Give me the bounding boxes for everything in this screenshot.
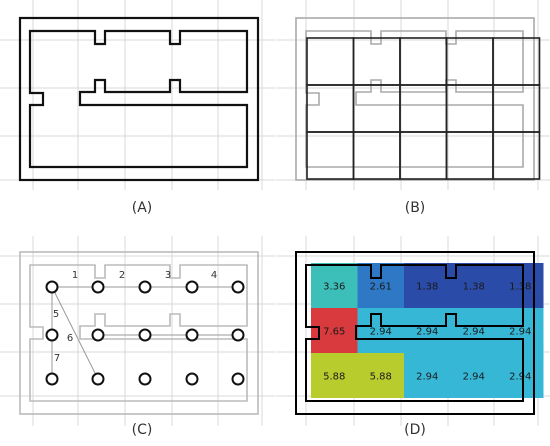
grid-cell bbox=[399, 37, 448, 86]
graph-node bbox=[231, 372, 245, 386]
grid-cell bbox=[352, 131, 401, 180]
edge-label: 6 bbox=[67, 333, 73, 344]
grid-cell bbox=[445, 131, 494, 180]
graph-node bbox=[138, 372, 152, 386]
caption-a: (A) bbox=[131, 200, 153, 216]
heatmap-cell bbox=[450, 353, 497, 398]
heatmap-value: 5.88 bbox=[370, 372, 392, 383]
heatmap-cell bbox=[311, 353, 358, 398]
heatmap-value: 5.88 bbox=[323, 372, 345, 383]
grid-cell bbox=[306, 37, 355, 86]
graph-node bbox=[231, 280, 245, 294]
graph-node bbox=[231, 328, 245, 342]
heatmap-value: 7.65 bbox=[323, 327, 345, 338]
panel-b-grid-overlay bbox=[276, 0, 550, 190]
grid-cell bbox=[306, 131, 355, 180]
graph-node bbox=[138, 328, 152, 342]
heatmap-cell bbox=[404, 308, 451, 353]
panel-a-floor-plan bbox=[0, 0, 275, 190]
heatmap-value: 2.94 bbox=[416, 372, 438, 383]
room-walls bbox=[29, 264, 248, 402]
heatmap-cell bbox=[404, 263, 451, 308]
room-walls bbox=[305, 264, 524, 402]
grid-cell bbox=[399, 131, 448, 180]
heatmap-cell bbox=[404, 353, 451, 398]
heatmap-value: 2.94 bbox=[509, 372, 531, 383]
outer-wall bbox=[295, 17, 535, 181]
heatmap-value: 1.38 bbox=[509, 282, 531, 293]
grid-cell bbox=[306, 84, 355, 133]
graph-node bbox=[45, 328, 59, 342]
graph-node bbox=[185, 372, 199, 386]
heatmap-cell bbox=[497, 308, 544, 353]
heatmap-value: 2.61 bbox=[370, 282, 392, 293]
graph-node bbox=[91, 372, 105, 386]
heatmap-value: 1.38 bbox=[416, 282, 438, 293]
edge-label: 2 bbox=[119, 270, 125, 281]
heatmap-cell bbox=[450, 263, 497, 308]
edge-label: 7 bbox=[54, 353, 60, 364]
grid-cell bbox=[445, 37, 494, 86]
heatmap-value: 1.38 bbox=[463, 282, 485, 293]
heatmap-cell bbox=[311, 263, 358, 308]
heatmap-value: 2.94 bbox=[463, 327, 485, 338]
graph-node bbox=[91, 280, 105, 294]
grid-cell bbox=[492, 131, 541, 180]
panel-d-heatmap: 3.36 2.61 1.38 1.38 1.38 7.65 2.94 2.94 2.94 2.94… bbox=[276, 236, 550, 426]
heatmap-value: 2.94 bbox=[370, 327, 392, 338]
heatmap-value: 2.94 bbox=[416, 327, 438, 338]
edge-label: 3 bbox=[165, 270, 171, 281]
graph-node bbox=[138, 280, 152, 294]
room-walls bbox=[305, 30, 524, 168]
heatmap-value: 2.94 bbox=[463, 372, 485, 383]
caption-b: (B) bbox=[404, 200, 426, 216]
heatmap-cell bbox=[497, 353, 544, 398]
graph-edge bbox=[51, 286, 99, 380]
grid-cell bbox=[492, 37, 541, 86]
outer-wall bbox=[18, 16, 260, 182]
outer-wall bbox=[295, 251, 535, 415]
heatmap-value: 3.36 bbox=[323, 282, 345, 293]
edge-label: 1 bbox=[72, 270, 78, 281]
grid-cell bbox=[352, 37, 401, 86]
heatmap-cell bbox=[357, 353, 404, 398]
graph-node bbox=[185, 280, 199, 294]
outer-wall bbox=[19, 251, 259, 415]
edge-label: 5 bbox=[53, 309, 59, 320]
heatmap-cell bbox=[450, 308, 497, 353]
heatmap-value: 2.94 bbox=[509, 327, 531, 338]
graph-node bbox=[45, 280, 59, 294]
caption-c: (C) bbox=[131, 422, 153, 438]
caption-d: (D) bbox=[404, 422, 426, 438]
edge-label: 4 bbox=[211, 270, 217, 281]
heatmap-cell bbox=[497, 263, 544, 308]
graph-node bbox=[185, 328, 199, 342]
graph-node bbox=[91, 328, 105, 342]
panel-c-node-graph: 1 2 3 4 5 67 bbox=[0, 236, 275, 426]
room-walls bbox=[28, 29, 249, 169]
graph-node bbox=[45, 372, 59, 386]
